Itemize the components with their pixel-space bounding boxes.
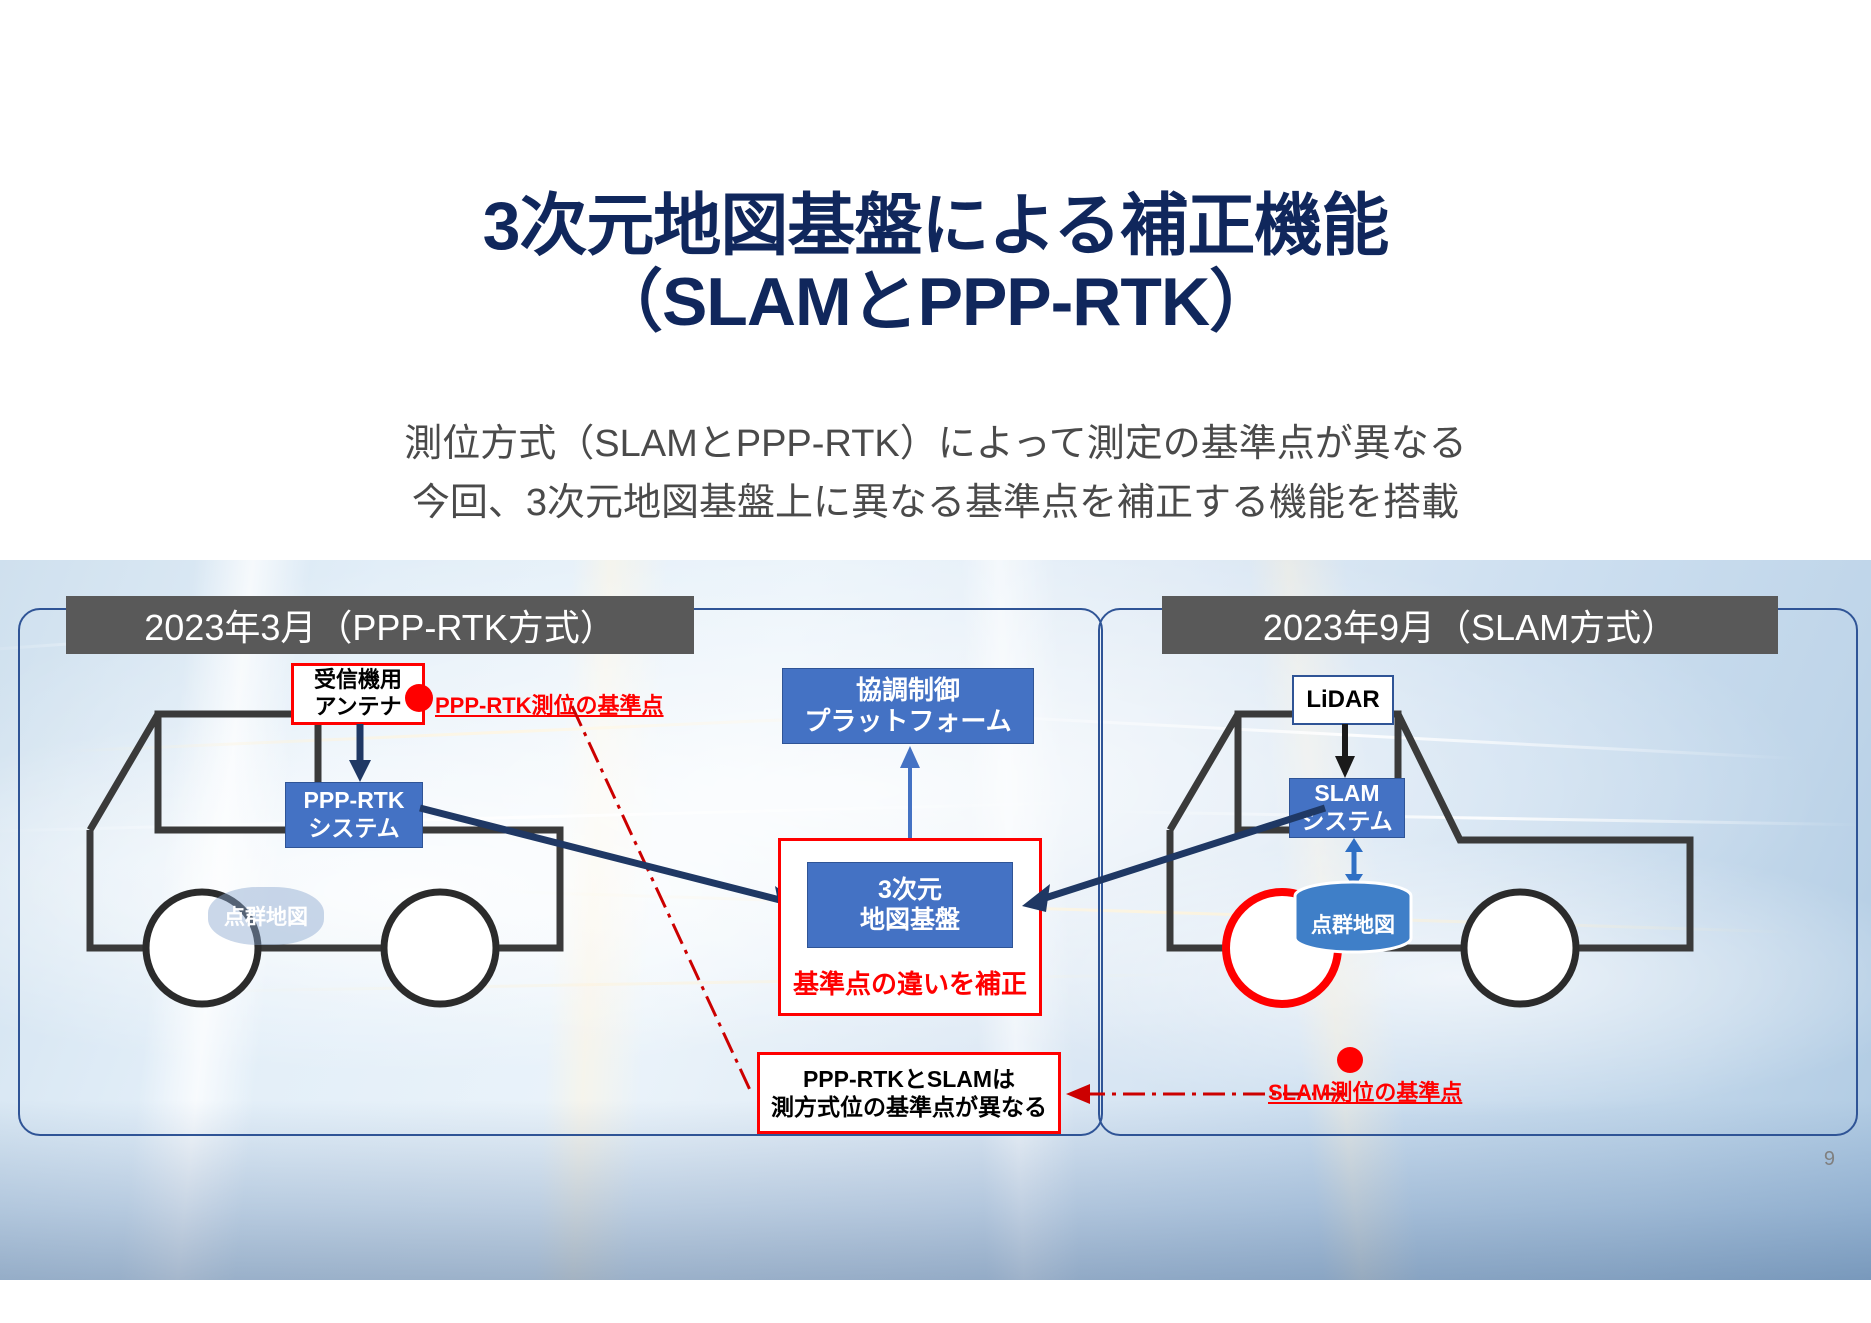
platform-box: 協調制御 プラットフォーム xyxy=(782,668,1034,744)
ppprtk-system-line2: システム xyxy=(308,815,400,841)
arrow-slam-to-3dmap xyxy=(1022,804,1327,912)
note-line2: 測方式位の基準点が異なる xyxy=(771,1094,1047,1120)
arrow-3dmap-to-platform xyxy=(900,746,920,844)
antenna-box-line2: アンテナ xyxy=(314,694,402,719)
panel-left-header: 2023年3月（PPP-RTK方式） xyxy=(66,596,694,654)
reference-difference-note: PPP-RTKとSLAMは 測方式位の基準点が異なる xyxy=(757,1052,1061,1134)
reference-point-dot-ppprtk xyxy=(405,684,433,712)
page-title-line1: 3次元地図基盤による補正機能 xyxy=(482,188,1390,264)
car-silhouette-left xyxy=(86,710,564,1008)
reference-point-label-slam: SLAM測位の基準点 xyxy=(1268,1080,1463,1105)
leader-line-slam xyxy=(1066,1084,1345,1104)
arrow-antenna-to-ppprtk xyxy=(349,724,371,782)
platform-box-line1: 協調制御 xyxy=(855,674,960,705)
platform-box-line2: プラットフォーム xyxy=(804,706,1012,736)
page-title: 3次元地図基盤による補正機能 （SLAMとPPP-RTK） xyxy=(0,188,1871,340)
ppprtk-system-box: PPP-RTK システム xyxy=(285,782,423,848)
lidar-box: LiDAR xyxy=(1292,675,1394,725)
page-number: 9 xyxy=(1823,1148,1835,1170)
leader-line-ppprtk xyxy=(570,705,752,1091)
note-line1: PPP-RTKとSLAMは xyxy=(802,1065,1016,1092)
arrow-lidar-to-slam xyxy=(1335,724,1355,778)
page-title-line2: （SLAMとPPP-RTK） xyxy=(594,264,1277,341)
3d-map-box-line2: 地図基盤 xyxy=(859,906,960,934)
reference-point-dot-slam xyxy=(1337,1047,1363,1073)
3d-map-box: 3次元 地図基盤 xyxy=(807,862,1013,948)
point-cloud-map-left: 点群地図 xyxy=(208,887,324,945)
correction-label: 基準点の違いを補正 xyxy=(792,968,1027,999)
slam-system-line1: SLAM xyxy=(1314,780,1380,807)
slam-system-box: SLAM システム xyxy=(1289,778,1405,838)
arrow-ppprtk-to-3dmap xyxy=(419,804,803,912)
ppprtk-system-line1: PPP-RTK xyxy=(303,787,405,814)
panel-right-header: 2023年9月（SLAM方式） xyxy=(1162,596,1778,654)
point-cloud-map-right-label: 点群地図 xyxy=(1311,914,1395,937)
3d-map-box-line1: 3次元 xyxy=(878,876,942,904)
page-subtitle-line1: 測位方式（SLAMとPPP-RTK）によって測定の基準点が異なる xyxy=(404,423,1467,465)
page-subtitle: 測位方式（SLAMとPPP-RTK）によって測定の基準点が異なる 今回、3次元地… xyxy=(0,415,1871,533)
point-cloud-map-right: 点群地図 xyxy=(1288,880,1418,954)
reference-point-label-ppprtk: PPP-RTK測位の基準点 xyxy=(435,693,664,718)
antenna-box: 受信機用 アンテナ xyxy=(291,663,425,725)
page-subtitle-line2: 今回、3次元地図基盤上に異なる基準点を補正する機能を搭載 xyxy=(411,481,1460,524)
antenna-box-line1: 受信機用 xyxy=(313,667,402,693)
